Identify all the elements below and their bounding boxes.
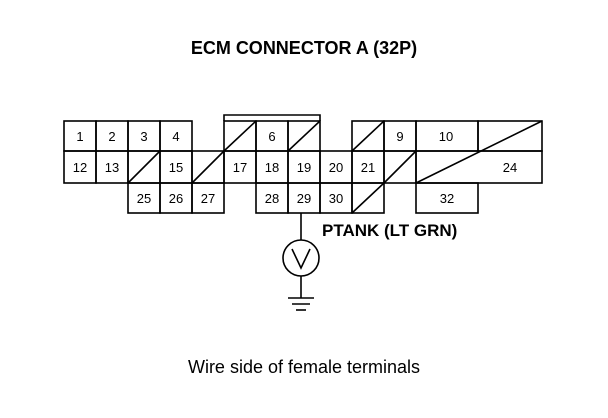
terminal-label: 24 [503, 160, 517, 175]
probe-label: PTANK (LT GRN) [322, 221, 458, 240]
voltmeter [282, 239, 320, 277]
empty-slash [415, 120, 543, 184]
diagram-title: ECM CONNECTOR A (32P) [190, 38, 418, 58]
terminal-label: 9 [396, 129, 403, 144]
terminal-label: 10 [439, 129, 453, 144]
terminal-label: 12 [73, 160, 87, 175]
terminal-label: 20 [329, 160, 343, 175]
terminal-32 [415, 182, 479, 214]
terminal-label: 21 [361, 160, 375, 175]
terminal-label: 1 [76, 129, 83, 144]
terminal-label: 25 [137, 191, 151, 206]
terminal-31 [351, 182, 385, 214]
terminal-label: 2 [108, 129, 115, 144]
terminal-label: 3 [140, 129, 147, 144]
terminal-label: 6 [268, 129, 275, 144]
empty-slash [351, 120, 385, 152]
terminal-label: 17 [233, 160, 247, 175]
terminal-label: 19 [297, 160, 311, 175]
terminal-24 [415, 150, 543, 184]
terminal-label: 13 [105, 160, 119, 175]
terminal-label: 32 [440, 191, 454, 206]
terminal-label: 29 [297, 191, 311, 206]
empty-slash [127, 150, 161, 184]
terminal-27 [191, 182, 225, 214]
terminal-label: 28 [265, 191, 279, 206]
terminal-label: 27 [201, 191, 215, 206]
voltmeter-v-icon [291, 248, 311, 270]
terminal-label: 4 [172, 129, 179, 144]
connector-lock-tab [223, 114, 321, 121]
terminal-label: 18 [265, 160, 279, 175]
empty-slash [351, 182, 385, 214]
terminal-label: 15 [169, 160, 183, 175]
diagram-caption: Wire side of female terminals [187, 357, 421, 377]
terminal-label: 30 [329, 191, 343, 206]
empty-slash [287, 120, 321, 152]
empty-slash [383, 150, 417, 184]
terminal-label: 26 [169, 191, 183, 206]
empty-slash [191, 150, 225, 184]
empty-slash [223, 120, 257, 152]
